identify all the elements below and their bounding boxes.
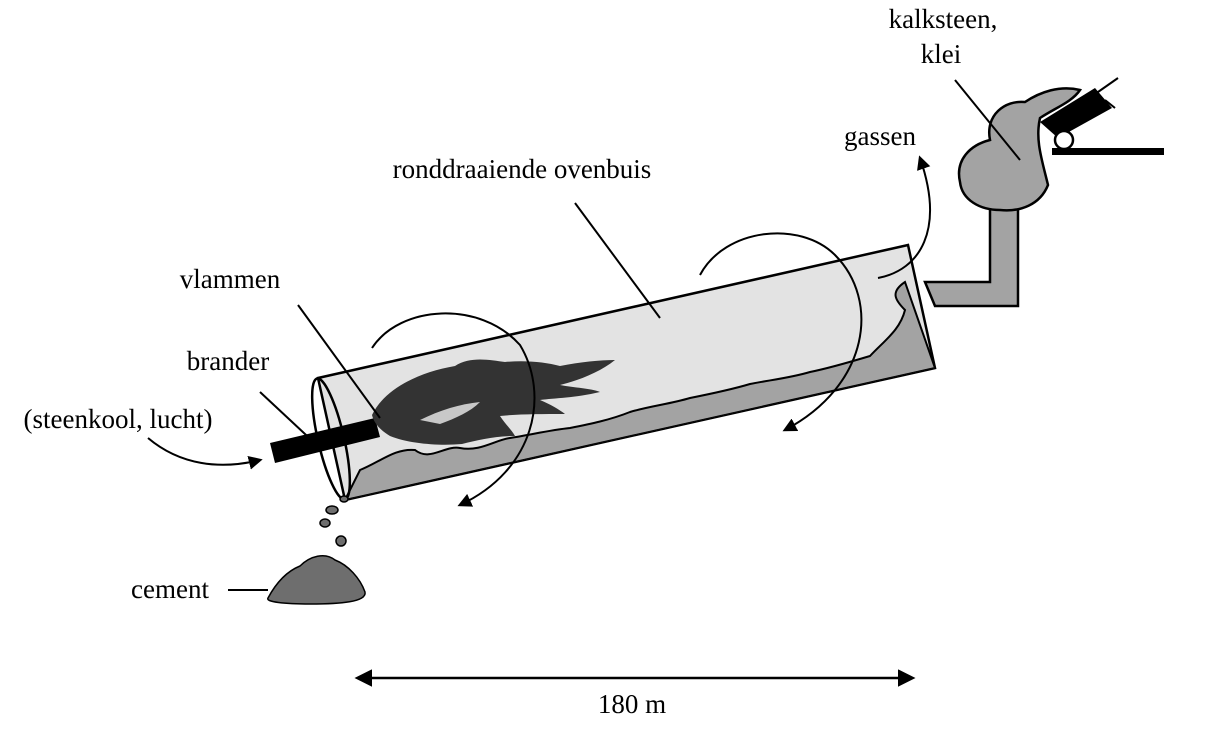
label-gases: gassen [844,121,916,151]
leader-lines [228,79,1021,591]
gas-arrow [877,155,931,279]
cement-pieces [319,495,349,547]
kiln-tube [310,243,937,502]
label-cement: cement [131,574,209,604]
cement-pile [267,554,366,605]
feed-chute [923,87,1083,308]
label-limestone-clay-line1: kalksteen, [889,4,998,34]
tipper-cart [1040,77,1164,155]
label-fuel-input: (steenkool, lucht) [24,404,213,434]
label-flames: vlammen [180,264,281,294]
fuel-arrow [147,437,263,470]
label-length: 180 m [598,689,666,719]
flames [372,359,615,445]
rotation-arrows [371,232,863,507]
label-rotating-kiln-tube: ronddraaiende ovenbuis [393,154,652,184]
label-burner: brander [187,346,269,376]
label-limestone-clay-line2: klei [921,39,962,69]
burner [270,418,380,463]
